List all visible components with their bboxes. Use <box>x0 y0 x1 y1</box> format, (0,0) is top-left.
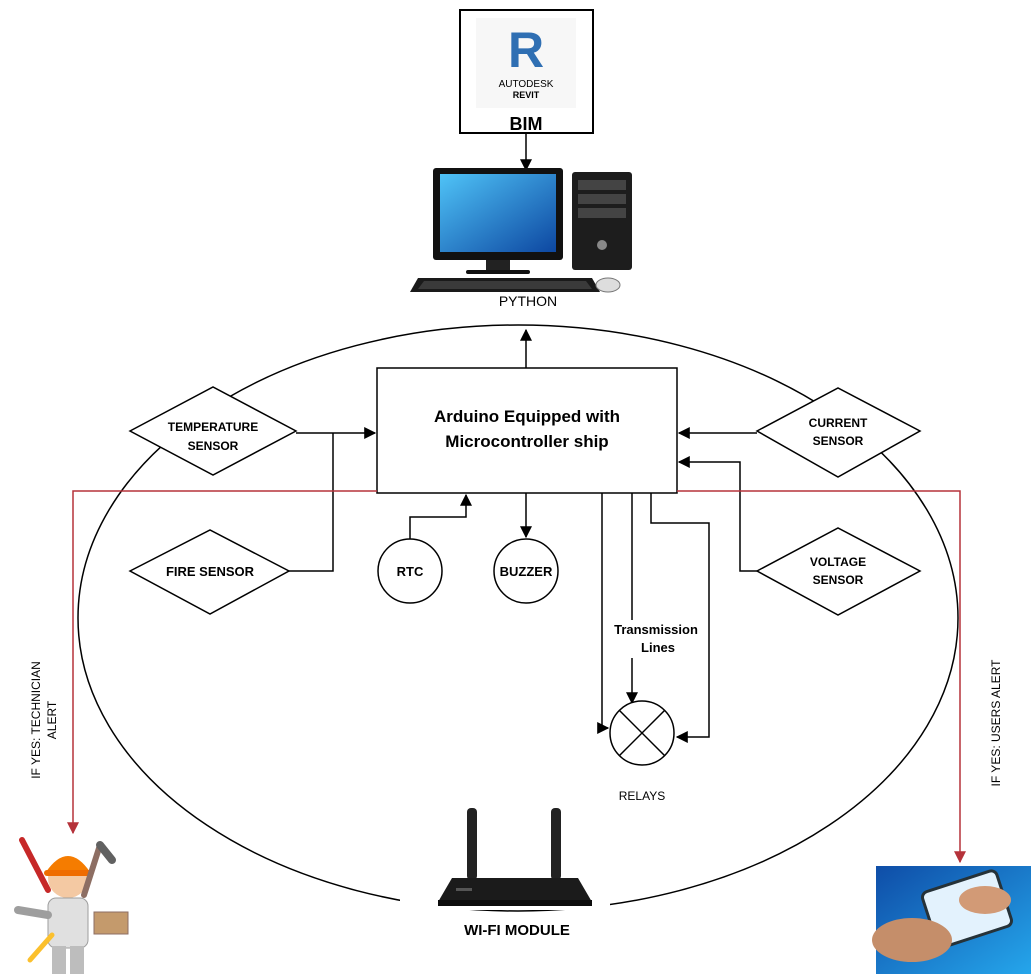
bim-title: BIM <box>510 114 543 134</box>
svg-text:R: R <box>508 22 544 78</box>
current-sensor-diamond: CURRENT SENSOR <box>755 387 922 478</box>
fire-sensor-diamond: FIRE SENSOR <box>128 529 291 615</box>
smartphone-icon <box>872 866 1031 974</box>
arduino-label-line2: Microcontroller ship <box>445 432 608 451</box>
computer-icon <box>410 168 632 293</box>
voltage-sensor-diamond: VOLTAGE SENSOR <box>755 527 922 616</box>
users-alert-label: IF YES: USERS ALERT <box>989 659 1003 787</box>
svg-text:RTC: RTC <box>397 564 424 579</box>
technician-alert-label: IF YES: TECHNICIAN ALERT <box>29 661 59 779</box>
svg-text:TEMPERATURE: TEMPERATURE <box>168 420 258 434</box>
transmission-label-line1: Transmission <box>614 622 698 637</box>
revit-logo-icon: R <box>508 22 544 78</box>
wifi-router-icon <box>438 808 592 906</box>
svg-text:IF YES: TECHNICIAN: IF YES: TECHNICIAN <box>29 661 43 779</box>
temperature-sensor-diamond: TEMPERATURE SENSOR <box>128 386 298 476</box>
svg-text:IF YES: USERS ALERT: IF YES: USERS ALERT <box>989 659 1003 787</box>
relays-label: RELAYS <box>619 789 665 803</box>
svg-text:SENSOR: SENSOR <box>813 434 864 448</box>
technician-icon <box>14 837 129 974</box>
svg-text:ALERT: ALERT <box>45 700 59 739</box>
svg-text:SENSOR: SENSOR <box>188 439 239 453</box>
svg-text:BUZZER: BUZZER <box>500 564 553 579</box>
system-boundary-ellipse <box>77 324 959 912</box>
wifi-module-label: WI-FI MODULE <box>464 922 570 939</box>
bim-box: R AUTODESK REVIT BIM <box>459 9 594 134</box>
arduino-box: Arduino Equipped with Microcontroller sh… <box>376 367 678 494</box>
svg-text:CURRENT: CURRENT <box>809 416 868 430</box>
svg-text:SENSOR: SENSOR <box>813 573 864 587</box>
svg-text:FIRE SENSOR: FIRE SENSOR <box>166 564 255 579</box>
buzzer-circle: BUZZER <box>493 538 559 604</box>
svg-text:VOLTAGE: VOLTAGE <box>810 555 866 569</box>
rtc-circle: RTC <box>377 538 443 604</box>
relay-symbol-icon <box>609 700 675 766</box>
revit-label: REVIT <box>513 90 540 100</box>
python-label: PYTHON <box>499 293 557 309</box>
autodesk-label: AUTODESK <box>499 79 554 90</box>
transmission-label-line2: Lines <box>641 640 675 655</box>
arduino-label-line1: Arduino Equipped with <box>434 407 620 426</box>
